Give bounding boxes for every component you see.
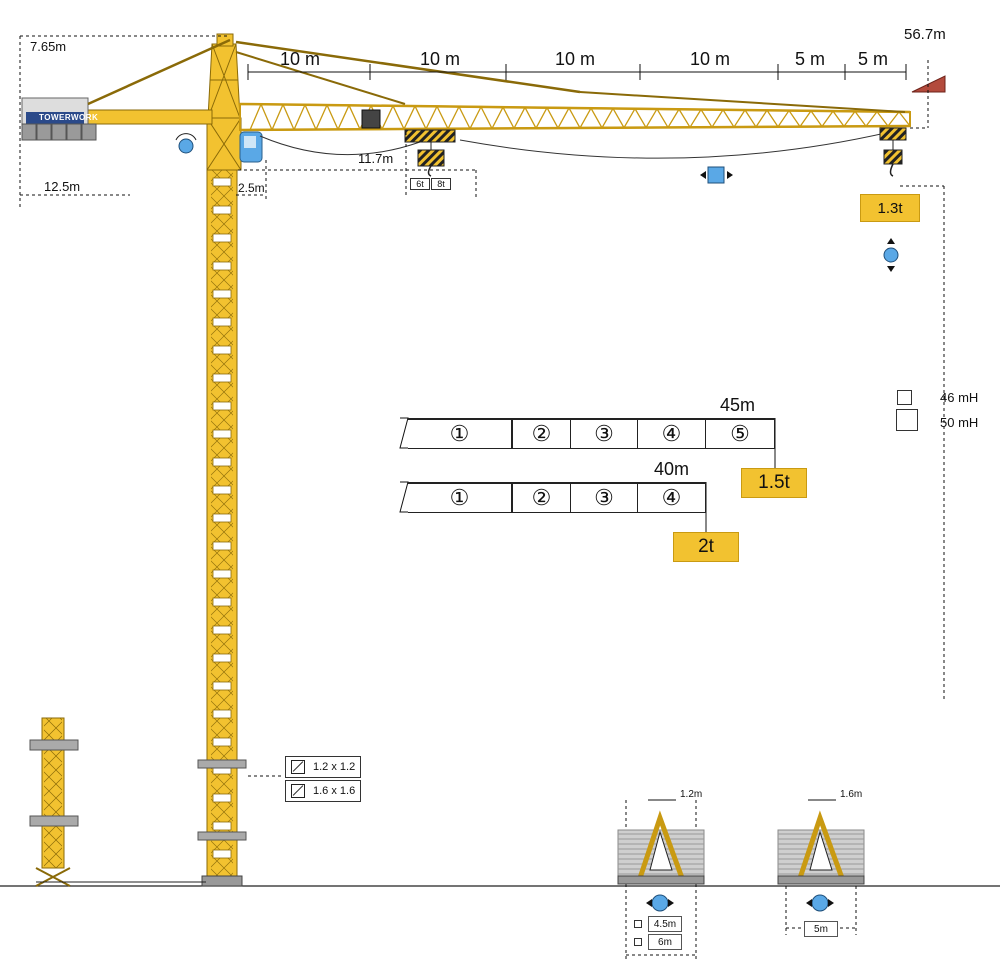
slew-icon [175,133,197,154]
base-travel-icon-1 [646,894,674,912]
base-2-span-1: 5m [804,921,838,937]
base-1-span-checkbox [634,920,642,928]
hoist-icon [883,238,899,272]
counter-jib [21,38,231,141]
max-reach-label: 56.7m [904,26,946,43]
base-1-span-1: 4.5m [648,916,682,932]
base-1-span-2: 6m [648,934,682,950]
jib-section-4: ④ [638,419,706,449]
base-1-span-checkbox [634,938,642,946]
jib-section-2: ② [512,419,571,449]
segment-label-6: 5 m [858,49,889,69]
segment-label-1: 10 m [280,49,321,69]
mast-section-option-2: 1.6 x 1.6 [285,780,361,802]
height-option-46-label: 46 mH [940,390,979,405]
jib-section-3: ③ [571,483,638,513]
mast-section-icon [291,784,305,798]
mast-section-label: 1.6 x 1.6 [313,785,356,797]
trolley-travel-icon [700,166,733,184]
mast-section-icon [291,760,305,774]
trolley-min-radius-label: 11.7m [358,151,394,166]
tower-mast [206,169,238,887]
jib-section-5: ⑤ [706,419,775,449]
jib-section-2: ② [512,483,571,513]
crane-top [206,33,242,171]
operator-cabin [239,131,263,163]
jib-section-3: ③ [571,419,638,449]
main-jib [235,40,911,159]
height-option-46-checkbox [897,390,912,405]
height-option-50-checkbox [896,409,918,431]
mast-section-label: 1.2 x 1.2 [313,761,356,773]
mast-collars [197,759,247,887]
segment-label-3: 10 m [555,49,596,69]
jib-section-1: ① [408,483,512,513]
mast-section-option-1: 1.2 x 1.2 [285,756,361,778]
jib-config-45-length: 45m [720,395,756,415]
jib-config-40-sections: ① ② ③ ④ [408,482,706,513]
height-option-50-label: 50 mH [940,415,979,430]
base-frame-2 [777,810,865,885]
counterweight-blocks [21,123,97,141]
segment-label-2: 10 m [420,49,461,69]
jib-config-45-sections: ① ② ③ ④ ⑤ [408,418,775,449]
dimension-lines [19,35,945,960]
mast-offset-label: 2.5m [238,181,265,195]
counter-jib-height-label: 7.65m [30,39,67,54]
base-travel-icon-2 [806,894,834,912]
jib-section-1: ① [408,419,512,449]
segment-label-4: 10 m [690,49,731,69]
jib-config-40-length: 40m [654,459,690,479]
counter-jib-length-label: 12.5m [44,179,81,194]
jib-section-4: ④ [638,483,706,513]
brand-logo-text: TOWERWORK [39,113,99,122]
trolley-tip [879,127,907,177]
jib-config-45-load: 1.5t [741,468,807,498]
segment-label-5: 5 m [795,49,826,69]
trolley-tag-2: 8t [431,178,451,190]
tip-load-badge: 1.3t [860,194,920,222]
trolley-tag-1: 6t [410,178,430,190]
spare-mast-section [29,717,206,887]
jib-config-40-load: 2t [673,532,739,562]
trolley-min [404,129,456,177]
base-frame-1 [617,810,705,885]
base-2-top-width: 1.6m [840,789,863,800]
base-1-top-width: 1.2m [680,789,703,800]
